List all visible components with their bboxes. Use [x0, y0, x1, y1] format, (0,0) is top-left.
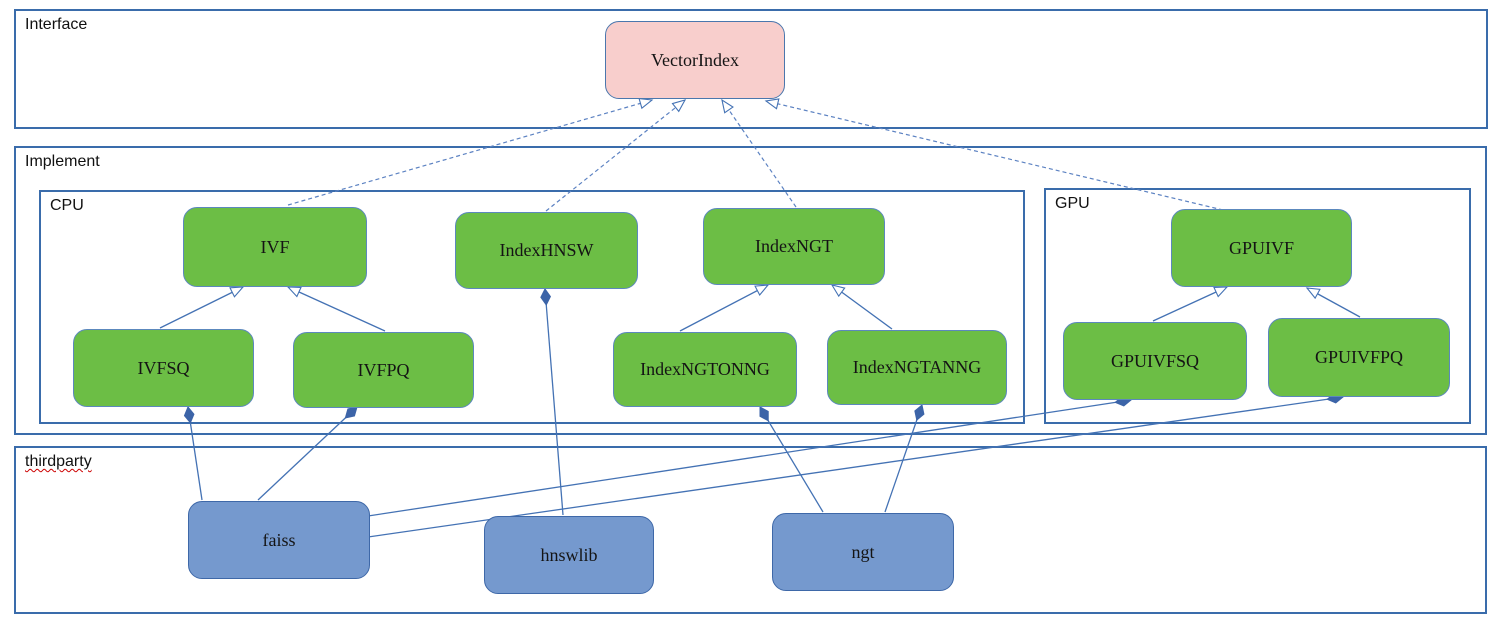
node-indexngt-label: IndexNGT [755, 236, 833, 256]
node-ngt-label: ngt [851, 541, 875, 562]
container-interface-label: Interface [25, 16, 88, 33]
node-gpuivfpq[interactable]: GPUIVFPQ [1268, 318, 1450, 397]
node-gpuivfsq-label: GPUIVFSQ [1110, 350, 1200, 371]
container-implement-label: Implement [25, 153, 100, 170]
node-faiss-label: faiss [262, 529, 296, 550]
node-indexngtanng[interactable]: IndexNGTANNG [827, 330, 1007, 405]
node-ivfsq[interactable]: IVFSQ [73, 329, 254, 407]
node-gpuivf-label: GPUIVF [1228, 237, 1294, 258]
container-thirdparty-label: thirdparty [25, 453, 92, 470]
node-ivf[interactable]: IVF [183, 207, 367, 287]
node-indexngtonng-label: IndexNGTONNG [640, 359, 770, 379]
node-faiss[interactable]: faiss [188, 501, 370, 579]
node-hnswlib-label: hnswlib [540, 544, 598, 565]
container-gpu-label: GPU [1055, 195, 1090, 212]
node-gpuivfpq-label: GPUIVFPQ [1314, 347, 1404, 367]
node-vectorindex[interactable]: VectorIndex [605, 21, 785, 99]
node-vectorindex-label: VectorIndex [651, 49, 739, 70]
node-ivfpq-label: IVFPQ [357, 359, 410, 380]
node-ivf-label: IVF [260, 236, 290, 257]
node-indexhnsw[interactable]: IndexHNSW [455, 212, 638, 289]
node-indexhnsw-label: IndexHNSW [499, 240, 594, 260]
container-cpu-label: CPU [50, 197, 84, 214]
node-ngt[interactable]: ngt [772, 513, 954, 591]
node-gpuivfsq[interactable]: GPUIVFSQ [1063, 322, 1247, 400]
node-hnswlib[interactable]: hnswlib [484, 516, 654, 594]
node-ivfsq-label: IVFSQ [137, 357, 190, 378]
node-indexngtonng[interactable]: IndexNGTONNG [613, 332, 797, 407]
node-gpuivf[interactable]: GPUIVF [1171, 209, 1352, 287]
node-indexngtanng-label: IndexNGTANNG [852, 357, 982, 377]
node-ivfpq[interactable]: IVFPQ [293, 332, 474, 408]
node-indexngt[interactable]: IndexNGT [703, 208, 885, 285]
